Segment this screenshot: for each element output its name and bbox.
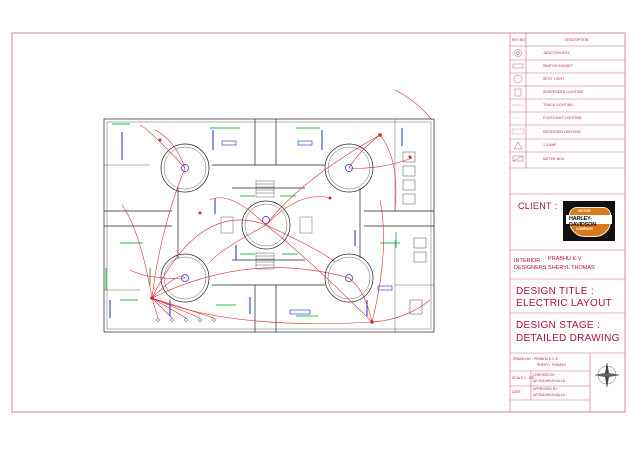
designer-2: : SHERYL THOMAS [545, 265, 595, 271]
design-stage-value: DETAILED DRAWING [516, 333, 620, 344]
scale: SCALE 1 : 100 [512, 376, 535, 380]
drawn-by-2: SHERYL THOMAS [537, 363, 566, 367]
interior-label-1: INTERIOR [514, 258, 541, 264]
legend-item-spot-light: SPOT LIGHT [543, 77, 565, 81]
design-stage-label: DESIGN STAGE : [516, 320, 601, 331]
sheet-border [11, 32, 626, 413]
logo-main-text: HARLEY-DAVIDSON [569, 216, 597, 228]
recessed-lighting-icon [511, 128, 525, 135]
legend-item-suspended-lighting: SUSPENDED LIGHTING [543, 90, 584, 94]
junction-box-icon [514, 49, 522, 57]
amp-icon [513, 141, 523, 150]
logo-bottom-text: COMPANY [576, 227, 594, 231]
title-block-frame [509, 33, 625, 412]
suspended-lighting-icon [514, 88, 522, 97]
legend-item-recessed-lighting: RECESSED LIGHTING [543, 130, 581, 134]
blue-fixtures [109, 128, 403, 318]
date: DATE [512, 390, 521, 394]
legend-item-track-lighting: TRACK LIGHTING [543, 103, 574, 107]
legend-symbols [511, 49, 525, 162]
design-title-value: ELECTRIC LAYOUT [516, 298, 612, 309]
legend-item-meter-box: METER BOX [543, 157, 565, 161]
meter-box-icon [512, 155, 524, 162]
client-label: CLIENT : [518, 201, 558, 211]
junction-nodes [150, 133, 412, 324]
description-header: DESCRIPTION [565, 38, 589, 42]
design-title-label: DESIGN TITLE : [516, 286, 594, 297]
green-fixtures [105, 123, 400, 317]
interior-label-2: DESIGNERS [514, 265, 547, 271]
designer-1: : PRABHU K.V [545, 256, 582, 262]
legend-item-amp: 1.5 AMP [543, 143, 557, 147]
building-walls [103, 118, 435, 333]
electrical-wiring [121, 89, 433, 324]
checked-by-name: AR.RADHIKA KALLA [533, 379, 566, 383]
rev-no-header: REV NO [512, 38, 525, 42]
stairs [220, 180, 313, 270]
legend-item-junction-box: JUNCTION BOX [543, 51, 570, 55]
right-fixtures [402, 151, 427, 315]
checked-by: CHECKED BY [533, 373, 556, 377]
round-pavilions [160, 143, 374, 303]
spot-light-icon [513, 74, 523, 84]
switch-points [156, 318, 216, 322]
switch-socket-icon [512, 63, 524, 69]
legend-item-switch-socket: SWITCH SOCKET [543, 64, 573, 68]
approved-by: APPROVED BY [533, 387, 558, 391]
logo-top-text: MOTOR [578, 209, 591, 213]
approved-by-name: AR.RADHIKA KALLA [533, 393, 566, 397]
drawn-by: DRAWN BY : PRABHU K.V & [513, 357, 558, 361]
client-logo: MOTOR HARLEY-DAVIDSON COMPANY [563, 201, 615, 241]
legend-item-footlight: FOOTLIGHT LIGHTING [543, 116, 582, 120]
north-arrow-icon [594, 362, 620, 388]
logo-band [566, 215, 612, 224]
